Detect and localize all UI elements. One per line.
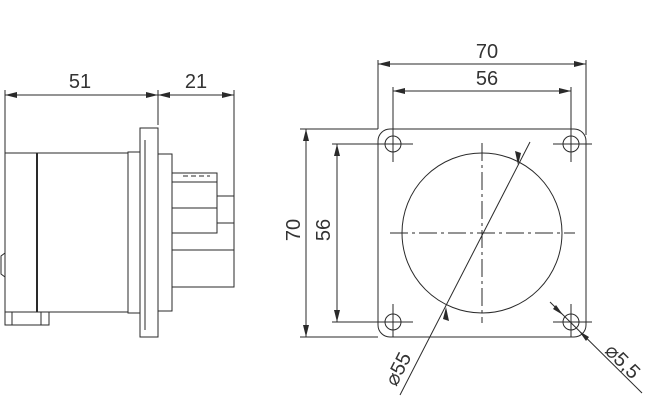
dim-label-56-vertical: 56 — [313, 219, 335, 241]
rear-cap — [4, 152, 38, 313]
leader-diameter-55 — [399, 141, 531, 396]
dim-label-56-horizontal: 56 — [476, 68, 498, 90]
dim-label-21: 21 — [185, 71, 207, 93]
body-ring — [127, 151, 141, 314]
front-view: 70 56 70 56 ⌀55 ⌀5,5 — [283, 41, 644, 396]
dim-label-51: 51 — [69, 71, 91, 93]
mounting-foot — [4, 311, 50, 326]
flange-plate — [377, 128, 587, 338]
front-collar — [157, 153, 173, 312]
flange — [139, 127, 159, 338]
side-view: 51 21 — [0, 71, 235, 338]
side-bump — [0, 252, 6, 278]
connector-pin — [216, 195, 235, 224]
connector-lower — [171, 249, 235, 288]
leader-diameter-5-5 — [549, 301, 643, 394]
body-cylinder — [36, 152, 129, 313]
dim-label-70-horizontal: 70 — [476, 41, 498, 63]
mounting-holes — [378, 129, 592, 337]
dim-label-diameter-5-5: ⌀5,5 — [600, 340, 644, 384]
dim-label-diameter-55: ⌀55 — [381, 349, 416, 390]
dim-label-70-vertical: 70 — [283, 219, 305, 241]
